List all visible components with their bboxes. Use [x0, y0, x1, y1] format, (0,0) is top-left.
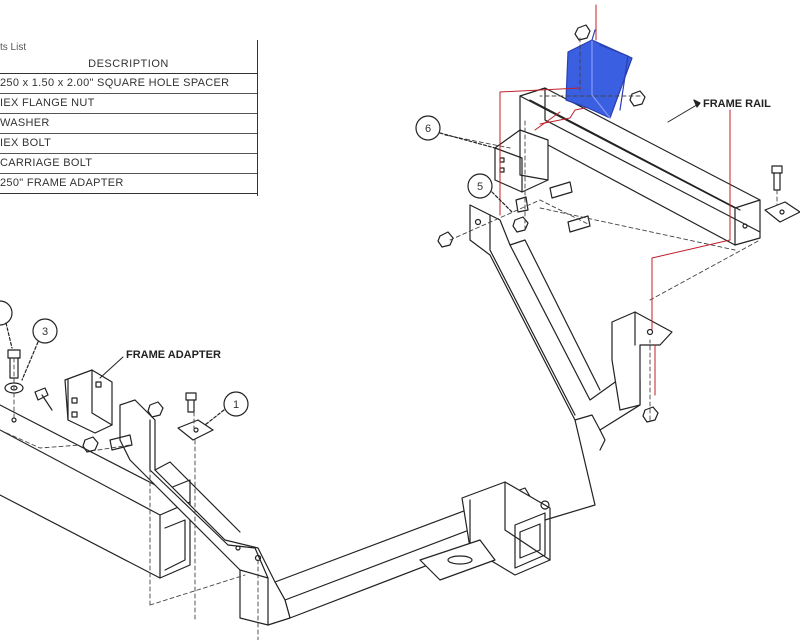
- parts-list-row: CARRIAGE BOLT: [0, 154, 257, 174]
- parts-list-row: 250" FRAME ADAPTER: [0, 174, 257, 194]
- square-hole-spacer: [494, 129, 549, 193]
- right-side-arm: [469, 204, 673, 521]
- frame-adapter-label: FRAME ADAPTER: [126, 349, 221, 361]
- callout-3: 3: [21, 318, 58, 381]
- parts-list-row: IEX FLANGE NUT: [0, 94, 257, 114]
- callout-partial: [0, 300, 13, 349]
- frame-rail-label: FRAME RAIL: [703, 98, 771, 110]
- red-leader-lines: [499, 4, 731, 396]
- parts-list-header: DESCRIPTION: [0, 55, 257, 74]
- callout-number-3: 3: [42, 326, 48, 338]
- callout-6: 6: [415, 115, 496, 149]
- callout-number-1: 1: [233, 399, 239, 411]
- callout-5: 5: [467, 173, 513, 213]
- right-frame-rail: [519, 87, 761, 246]
- receiver-box: [419, 481, 551, 581]
- label-frame-adapter: FRAME ADAPTER: [99, 349, 221, 379]
- highlighted-bracket: [565, 29, 633, 119]
- parts-list-caption: ts List: [0, 42, 27, 53]
- callout-number-5: 5: [477, 181, 483, 193]
- left-side-arm: [119, 399, 291, 626]
- parts-list-table: ts List DESCRIPTION 250 x 1.50 x 2.00" S…: [0, 40, 258, 196]
- frame-adapter-left: [64, 369, 113, 434]
- callout-1: 1: [204, 391, 249, 426]
- label-frame-rail: FRAME RAIL: [667, 98, 771, 123]
- parts-list-row: IEX BOLT: [0, 134, 257, 154]
- hardware: [4, 24, 800, 551]
- callout-number-6: 6: [425, 123, 431, 135]
- parts-list-row: WASHER: [0, 114, 257, 134]
- parts-list-row: 250 x 1.50 x 2.00" SQUARE HOLE SPACER: [0, 74, 257, 94]
